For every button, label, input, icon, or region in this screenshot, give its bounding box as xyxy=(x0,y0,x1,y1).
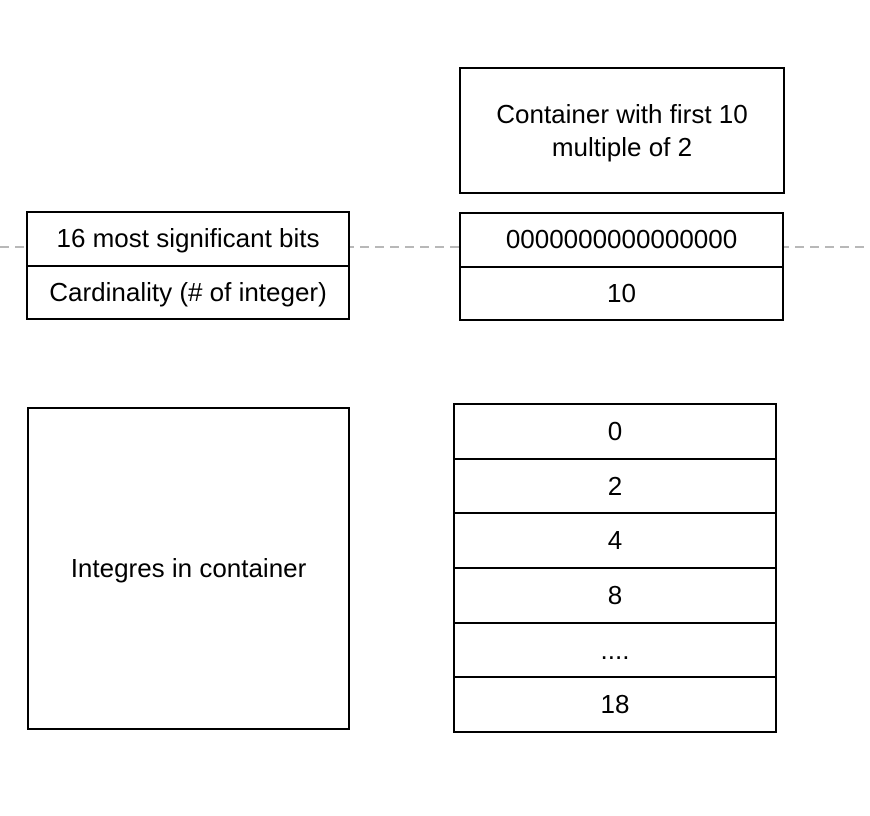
field-labels-box: 16 most significant bits Cardinality (# … xyxy=(26,211,350,320)
integer-cell: 0 xyxy=(455,405,775,460)
field-label-most-significant-bits: 16 most significant bits xyxy=(28,213,348,267)
container-header-label: Container with first 10 multiple of 2 xyxy=(496,98,748,162)
field-value-cardinality: 10 xyxy=(461,267,782,319)
integer-cell-ellipsis: .... xyxy=(455,623,775,679)
container-header-box: Container with first 10 multiple of 2 xyxy=(459,67,785,194)
integer-cell: 8 xyxy=(455,569,775,624)
integer-cell: 4 xyxy=(455,514,775,570)
field-label-cardinality: Cardinality (# of integer) xyxy=(28,266,348,318)
field-value-most-significant-bits: 0000000000000000 xyxy=(461,214,782,268)
integers-label: Integres in container xyxy=(70,553,307,583)
field-values-box: 0000000000000000 10 xyxy=(459,212,784,321)
integer-cell: 2 xyxy=(455,459,775,515)
integer-cell: 18 xyxy=(455,678,775,732)
integers-label-box: Integres in container xyxy=(27,407,350,730)
dashed-divider-line xyxy=(0,246,870,248)
integers-stack: 0 2 4 8 .... 18 xyxy=(453,403,777,733)
